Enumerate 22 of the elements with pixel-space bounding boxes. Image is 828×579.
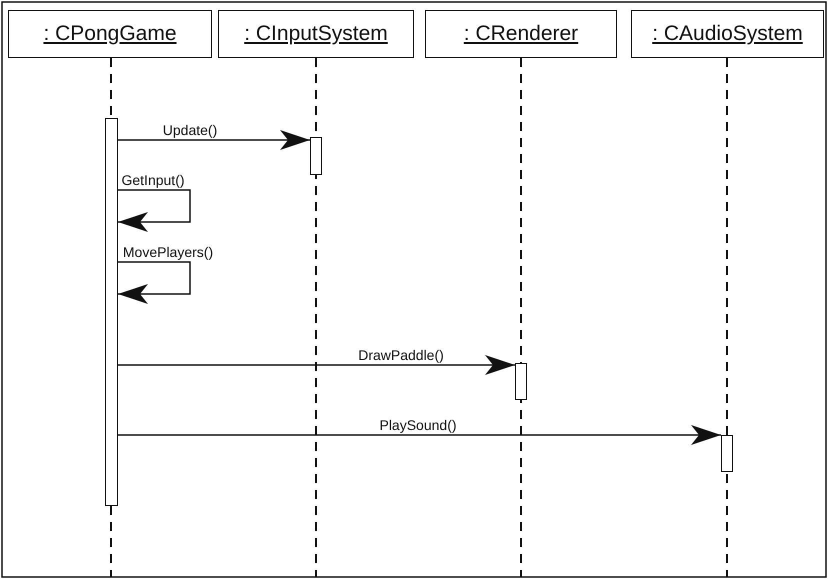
message-label: DrawPaddle(): [358, 347, 444, 363]
object-box: [631, 10, 824, 58]
object-name: : CPongGame: [43, 22, 177, 46]
activation-bar: [310, 137, 322, 175]
message-label: PlaySound(): [379, 417, 457, 433]
message-arrow: [118, 261, 191, 304]
object-name: : CAudioSystem: [652, 22, 803, 46]
object-box: [218, 10, 414, 58]
message-label: MovePlayers(): [122, 244, 214, 260]
message-label: GetInput(): [121, 172, 185, 188]
activation-bar: [721, 435, 733, 472]
object-name: : CInputSystem: [244, 22, 388, 46]
object-box: [8, 10, 212, 58]
activation-bar: [515, 363, 527, 400]
message-arrow: [118, 425, 721, 445]
object-box: [425, 10, 617, 58]
message-label: Update(): [162, 122, 218, 138]
object-name: : CRenderer: [464, 22, 578, 46]
message-arrow: [118, 355, 515, 375]
message-arrow: [118, 189, 191, 232]
activation-bar: [105, 118, 118, 506]
message-arrow: [118, 130, 310, 150]
